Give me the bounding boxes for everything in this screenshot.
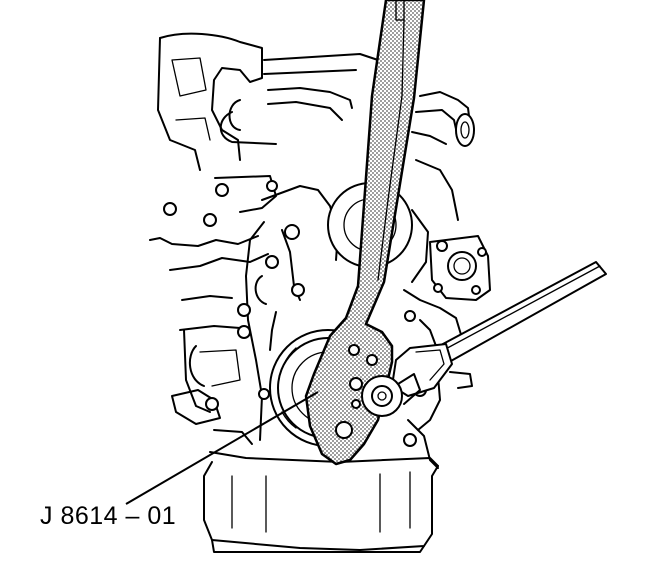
callout-leader-line (125, 391, 319, 505)
engine-block (149, 32, 491, 553)
tool-callout-label: J 8614 – 01 (40, 502, 177, 530)
water-pump (429, 235, 491, 301)
crank-socket (349, 373, 421, 417)
holding-tool (304, 0, 426, 466)
oil-pan (203, 451, 439, 553)
breaker-bar (391, 261, 607, 397)
